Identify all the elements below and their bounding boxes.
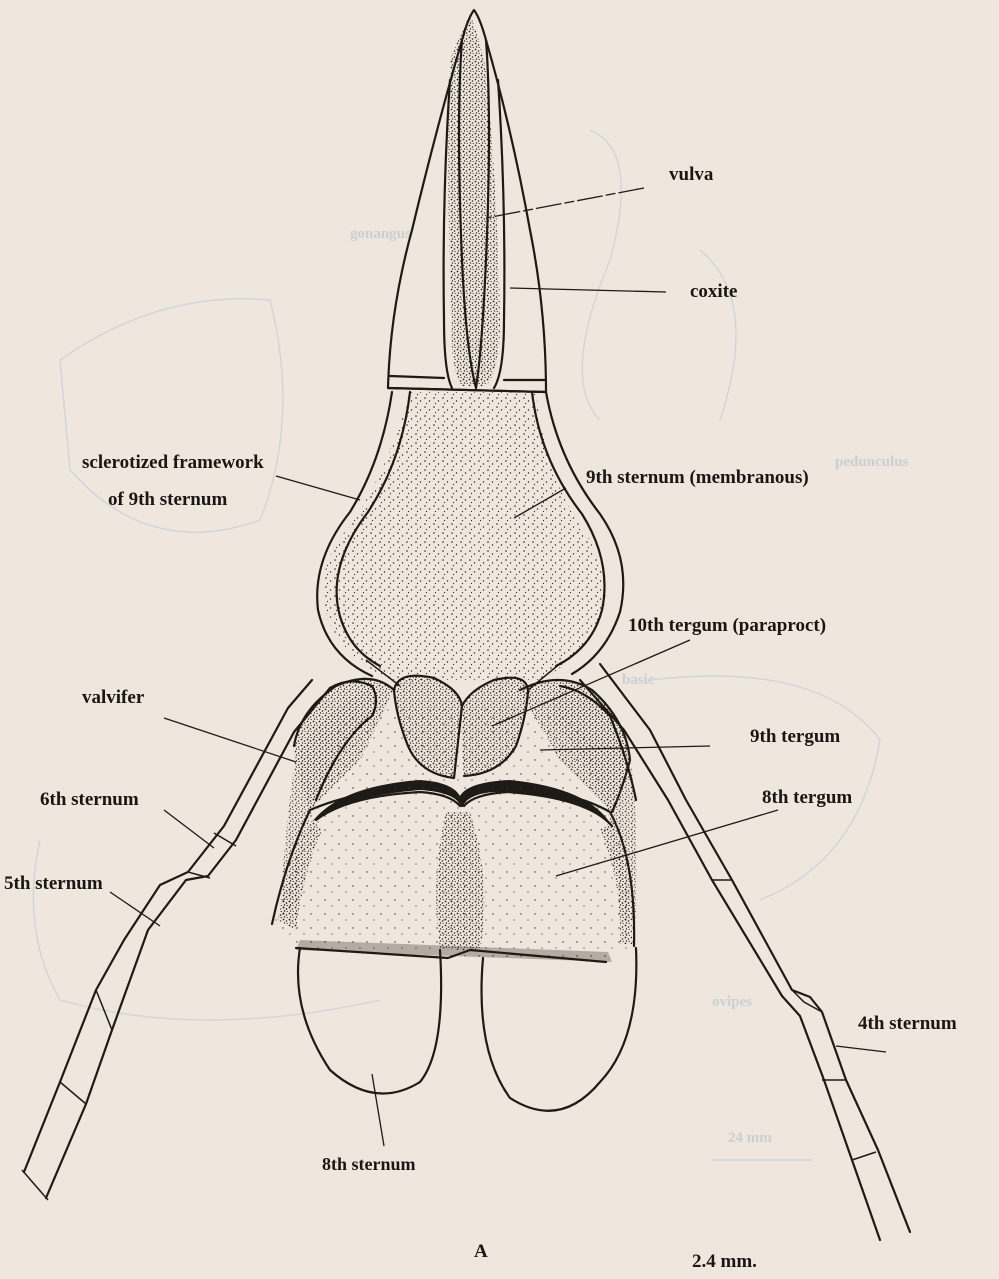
svg-text:gonangus: gonangus xyxy=(350,226,411,242)
label-vulva: vulva xyxy=(669,163,713,187)
label-eighth-sternum: 8th sternum xyxy=(322,1152,416,1176)
panel-letter: A xyxy=(474,1240,488,1264)
label-ninth-tergum: 9th tergum xyxy=(750,725,840,749)
label-fourth-sternum: 4th sternum xyxy=(858,1012,957,1036)
label-eighth-tergum: 8th tergum xyxy=(762,786,852,810)
svg-text:basic: basic xyxy=(622,672,655,688)
label-ninth-sternum: 9th sternum (membranous) xyxy=(586,466,809,490)
eighth-sternum-lobes xyxy=(298,948,636,1111)
eighth-tergum xyxy=(272,780,634,962)
svg-text:24 mm: 24 mm xyxy=(728,1130,772,1146)
label-fifth-sternum: 5th sternum xyxy=(4,872,103,896)
label-sclerotized-framework-line1: sclerotized framework xyxy=(82,451,264,475)
svg-text:pedunculus: pedunculus xyxy=(835,454,909,470)
label-sixth-sternum: 6th sternum xyxy=(40,788,139,812)
label-valvifer: valvifer xyxy=(82,686,144,710)
ninth-sternum-membranous xyxy=(317,392,623,680)
label-coxite: coxite xyxy=(690,280,737,304)
scale-label: 2.4 mm. xyxy=(692,1250,757,1274)
svg-text:ovipes: ovipes xyxy=(712,994,752,1010)
label-sclerotized-framework-line2: of 9th sternum xyxy=(108,488,227,512)
label-tenth-tergum: 10th tergum (paraproct) xyxy=(628,614,826,638)
coxites xyxy=(388,10,546,392)
